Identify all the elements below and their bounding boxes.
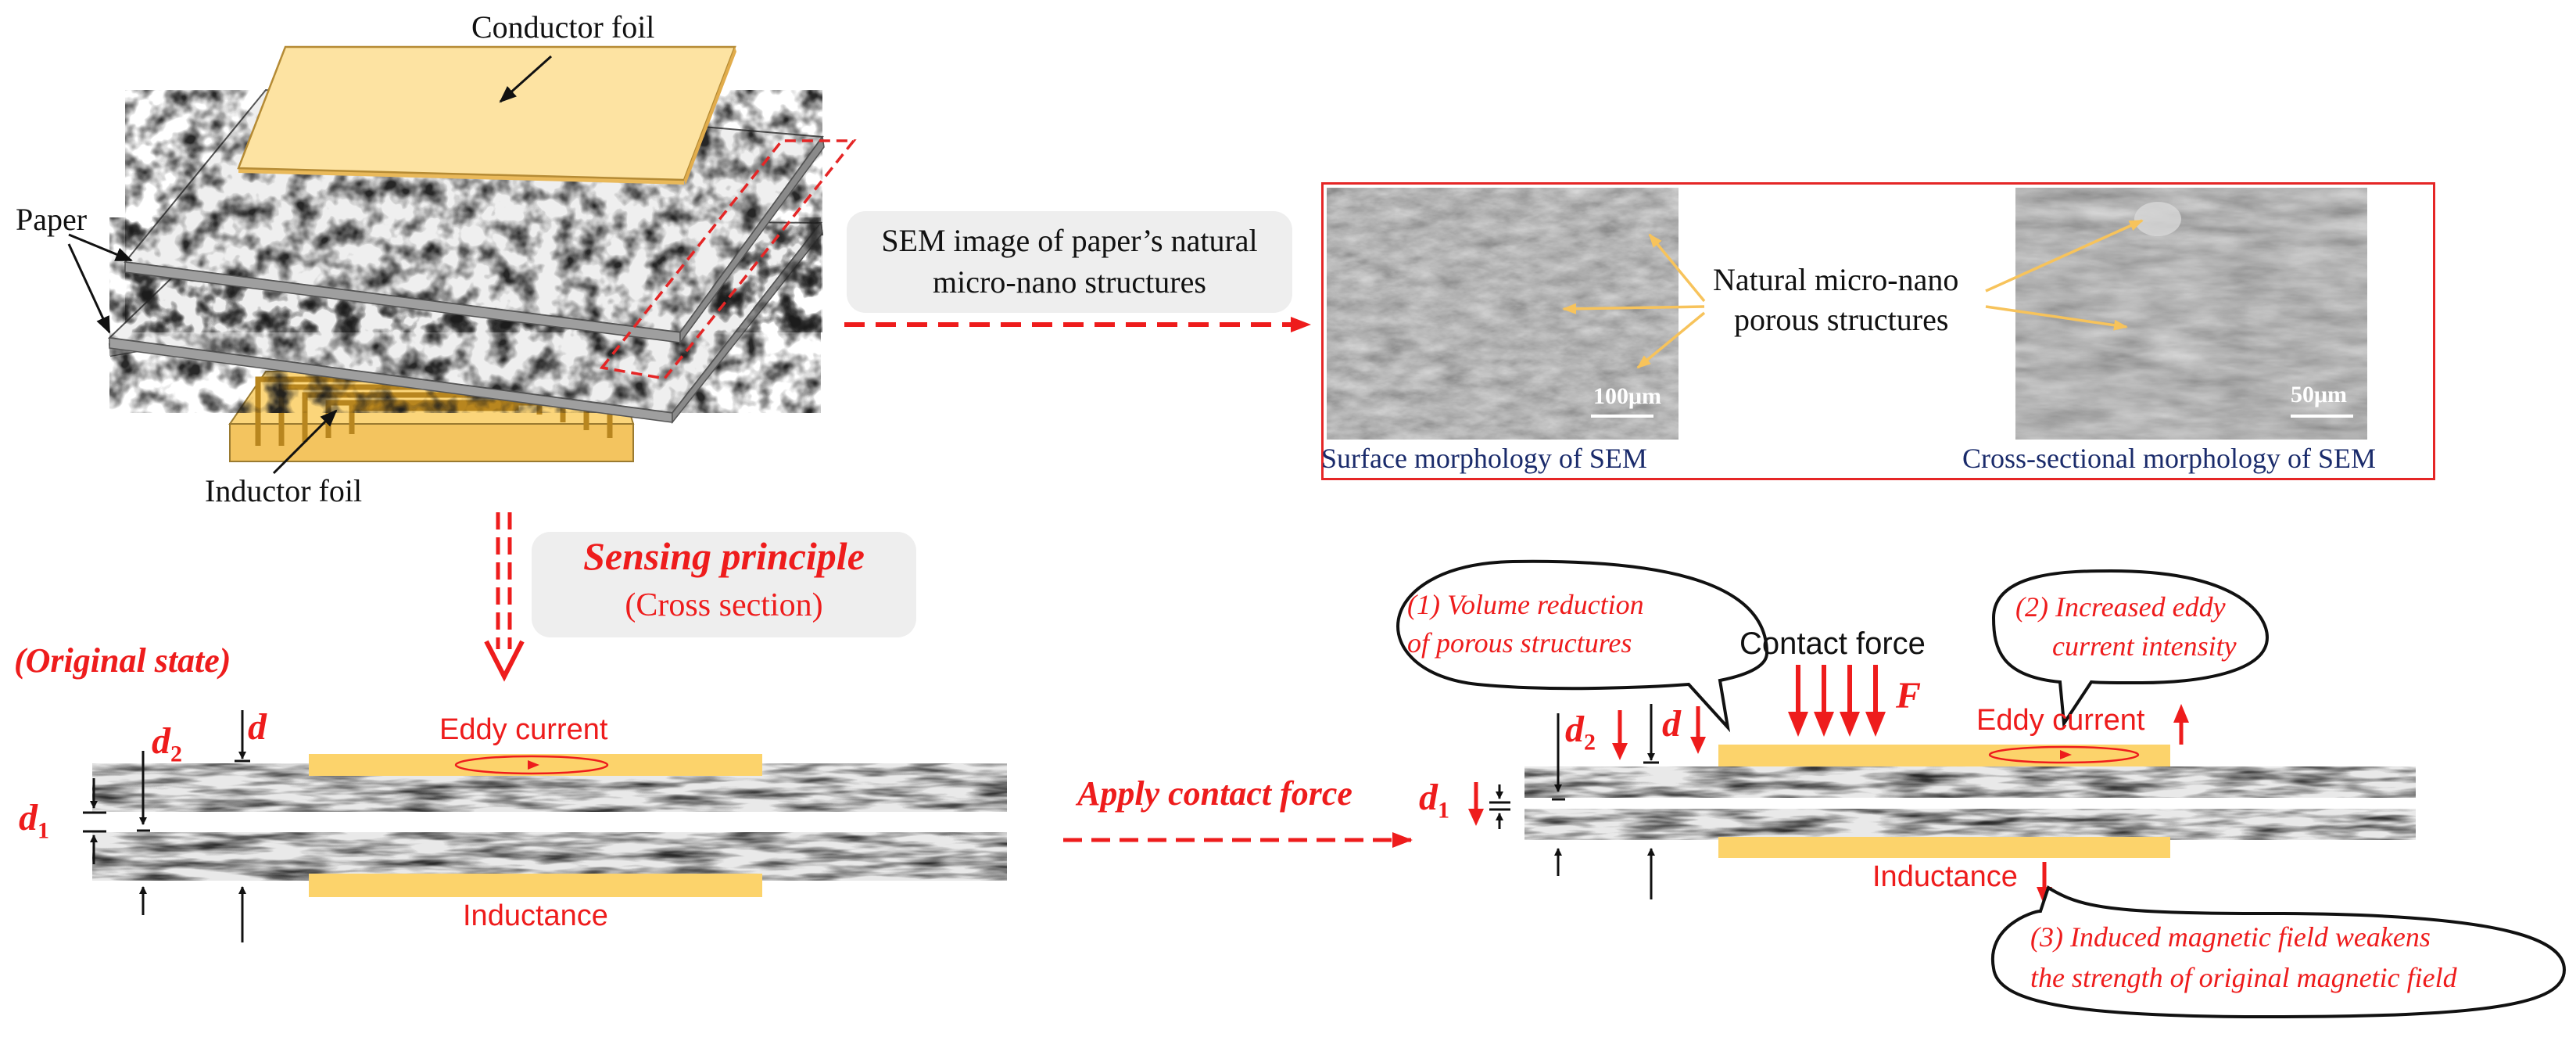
orig-inductance-label: Inductance [463, 899, 608, 932]
highlight-dashed-box [599, 139, 857, 380]
contact-force-arrows [1788, 665, 1886, 737]
sem-caption-line2: micro-nano structures [933, 264, 1206, 300]
exploded-stack [107, 45, 857, 462]
pressed-d1-label: d1 [1419, 777, 1449, 824]
pressed-eddy-label: Eddy current [1976, 704, 2145, 737]
callout-1-line1: (1) Volume reduction [1407, 589, 1644, 620]
orig-inductor-foil [309, 874, 762, 897]
conductor-foil-shape [237, 45, 736, 185]
sensing-principle-subtitle: (Cross section) [625, 587, 823, 623]
apply-force-label: Apply contact force [1077, 774, 1352, 813]
callout-2-line2: current intensity [2052, 630, 2237, 662]
callout-3-shape [1990, 885, 2567, 1019]
sem-panel-frame [1321, 182, 2435, 480]
callout-3-line1: (3) Induced magnetic field weakens [2030, 921, 2431, 953]
sem-annotation-line2: porous structures [1729, 302, 1954, 338]
force-symbol: F [1896, 675, 1922, 716]
sem-cross-scale: 50μm [2291, 382, 2347, 407]
sensing-principle-title: Sensing principle [583, 534, 865, 578]
original-cross-section [92, 754, 1007, 897]
original-state-label: (Original state) [14, 641, 231, 680]
conductor-foil-label: Conductor foil [471, 9, 655, 45]
pressed-dim-marks [1489, 704, 1659, 899]
inductor-leader [272, 409, 338, 475]
callout-3-line2: the strength of original magnetic field [2030, 962, 2457, 993]
callout-2-line1: (2) Increased eddy [2015, 591, 2226, 623]
sem-annotation-line1: Natural micro-nano [1708, 262, 1964, 298]
callout-1-shape [1396, 559, 1769, 733]
down-double-arrow [484, 512, 525, 682]
sem-surface-scale: 100μm [1593, 383, 1661, 409]
callout-2-shape [1991, 569, 2270, 728]
contact-force-label: Contact force [1739, 626, 1926, 661]
paper-leader-2 [67, 243, 111, 334]
sem-caption-pill [847, 211, 1292, 313]
sem-cross-caption: Cross-sectional morphology of SEM [1962, 443, 2376, 474]
pressed-d-label: d [1662, 703, 1681, 745]
orig-d1-label: d1 [19, 797, 49, 844]
conductor-leader [499, 55, 552, 103]
orig-d-label: d [248, 706, 267, 748]
pressed-d2-label: d2 [1565, 709, 1596, 756]
pressed-inductor-foil [1718, 837, 2170, 858]
change-arrows [1468, 704, 2189, 906]
paper-label: Paper [16, 202, 88, 237]
pressed-inductance-label: Inductance [1872, 860, 2018, 893]
orig-d2-label: d2 [152, 720, 182, 767]
sem-annotation-arrows [1562, 219, 2144, 369]
sem-surface-image [1327, 188, 1679, 440]
pressed-cross-section [1524, 745, 2416, 858]
callout-1-line2: of porous structures [1407, 627, 1632, 659]
original-dim-marks [83, 710, 250, 942]
sensing-principle-pill [532, 532, 916, 637]
sem-surface-caption: Surface morphology of SEM [1321, 443, 1647, 474]
inductor-foil-label: Inductor foil [205, 473, 363, 508]
sem-caption-line1: SEM image of paper’s natural [881, 223, 1258, 258]
sem-cross-image [2015, 188, 2367, 440]
paper-leader-1 [68, 233, 133, 262]
orig-eddy-label: Eddy current [439, 713, 608, 746]
